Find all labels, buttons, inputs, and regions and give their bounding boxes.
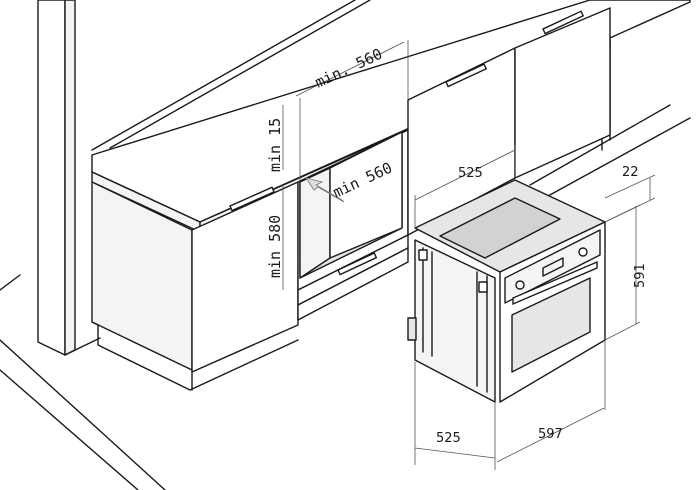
label-niche-gap-top: min 15: [266, 118, 284, 172]
display-panel: [542, 257, 564, 277]
wall-pillar: [37, 0, 101, 356]
label-oven-depth-top: 525: [458, 166, 483, 181]
label-oven-front-offset: 22: [622, 165, 639, 180]
drawer-handle: [337, 252, 378, 276]
oven: [407, 179, 606, 403]
right-cabinet-handle-2: [542, 10, 585, 35]
left-cabinet-handle: [229, 186, 275, 212]
label-niche-height: min 580: [266, 215, 284, 278]
oven-window: [511, 277, 591, 373]
label-oven-depth-bottom: 525: [436, 431, 461, 446]
oven-handle: [512, 260, 598, 306]
right-cabinet-handle-1: [445, 63, 488, 88]
knob-left-icon: [515, 280, 525, 290]
side-bracket-2: [478, 281, 488, 293]
knob-right-icon: [578, 247, 588, 257]
label-oven-height: 591: [633, 263, 648, 288]
arrow-icon: [305, 177, 345, 203]
right-cabinets: [407, 7, 611, 236]
label-oven-width: 597: [538, 427, 563, 442]
connector: [407, 317, 417, 341]
floor-lines: [0, 104, 691, 490]
left-cabinet: [91, 181, 299, 391]
dimension-lines: [282, 105, 656, 470]
niche-opening: [295, 40, 409, 321]
side-bracket: [418, 249, 428, 261]
